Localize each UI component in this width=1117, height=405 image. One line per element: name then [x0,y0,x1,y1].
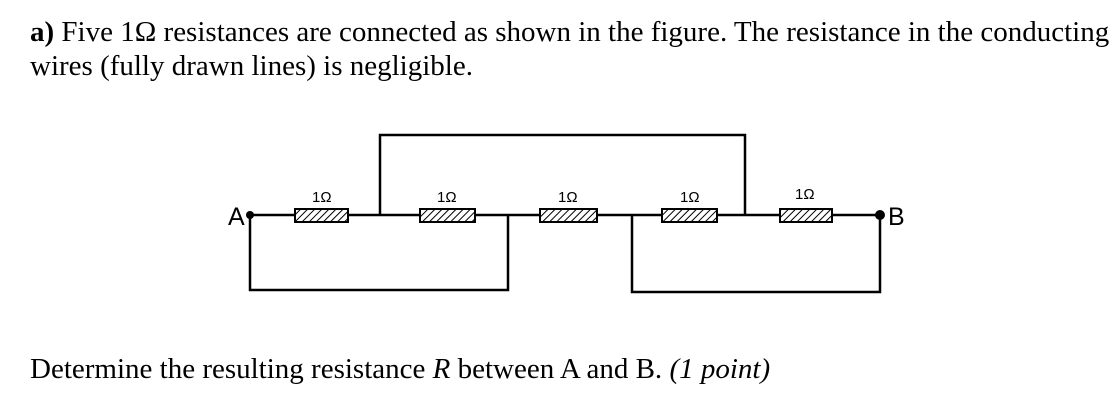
question-text-end: between A and B. [450,353,670,385]
problem-label: a) [30,16,55,48]
question: Determine the resulting resistance R bet… [30,352,770,386]
resistors [294,208,833,223]
terminal-a-label: A [228,203,245,231]
resistor-4-label: 1Ω [680,189,700,206]
lower-left-loop-wire [248,215,510,292]
terminal-b-label: B [888,203,905,231]
resistor-2-label: 1Ω [437,189,457,206]
resistor-3-label: 1Ω [558,189,578,206]
intro-text: Five 1Ω resistances are connected as sho… [30,16,1110,82]
resistor-3 [539,208,598,223]
variable-r: R [432,353,451,385]
top-loop-wire [378,133,747,215]
problem-intro: a) Five 1Ω resistances are connected as … [30,15,1110,83]
terminal-b-dot [875,210,885,220]
points-label: (1 point) [669,353,771,385]
resistor-5-label: 1Ω [795,186,815,203]
resistor-5 [779,208,833,223]
lower-right-loop-wire [630,215,882,294]
resistor-1 [294,208,349,223]
terminal-a-dot [246,211,254,219]
resistor-1-label: 1Ω [312,189,332,206]
question-text: Determine the resulting resistance [30,353,433,385]
resistor-2 [419,208,476,223]
resistor-4 [661,208,718,223]
